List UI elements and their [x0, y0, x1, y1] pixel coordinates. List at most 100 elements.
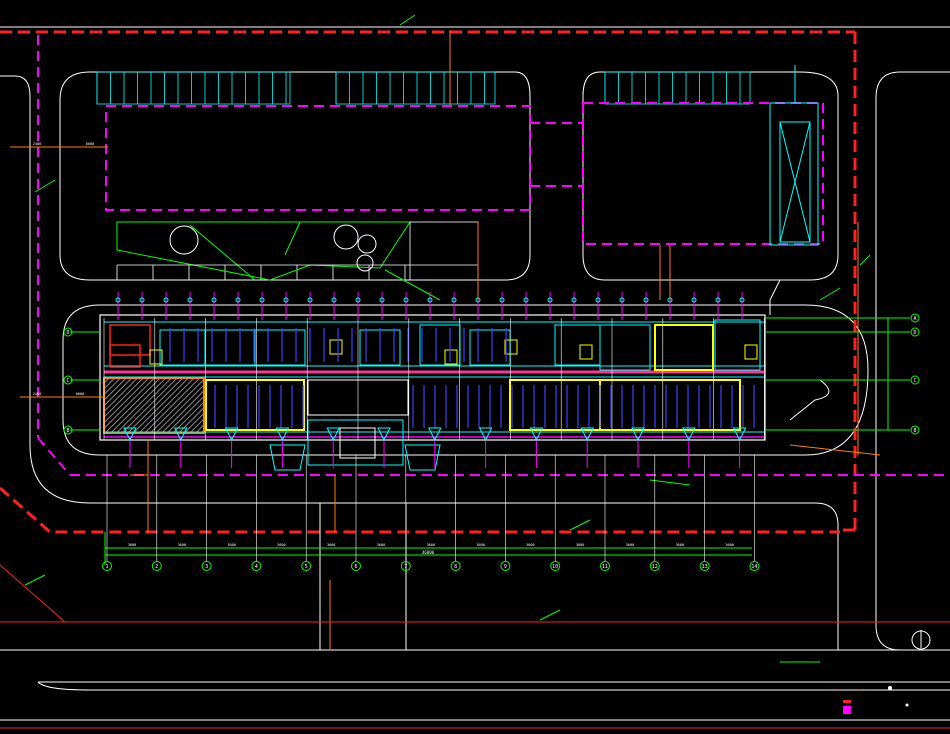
hatched-room	[103, 377, 205, 434]
valve	[115, 297, 121, 303]
dim-text: 3600	[576, 543, 584, 547]
grid-bubble	[251, 561, 262, 571]
valve	[619, 297, 625, 303]
room	[419, 324, 461, 366]
grid-bubble	[600, 561, 610, 571]
valve	[523, 297, 529, 303]
dim-text: 3600	[427, 543, 435, 547]
valve	[211, 297, 217, 303]
row-bubble	[910, 425, 920, 435]
dim-text: 3600	[526, 543, 534, 547]
valve	[715, 297, 721, 303]
grid-label: 11	[602, 564, 608, 570]
grid-bubble	[400, 561, 411, 571]
grid-label: 12	[652, 564, 658, 570]
valve	[139, 297, 145, 303]
dim-text: 2400	[33, 392, 41, 396]
grid-bubble	[151, 561, 162, 571]
parking-row	[96, 71, 291, 105]
dim-text: 3600	[377, 543, 385, 547]
fixture	[224, 427, 239, 442]
axis-lines	[24, 14, 910, 663]
pipe-risers	[115, 292, 755, 468]
row-bubble	[63, 327, 73, 337]
room	[714, 319, 761, 371]
valve	[355, 297, 361, 303]
wet-room	[109, 344, 141, 368]
valve	[427, 297, 433, 303]
grid-bubble	[749, 561, 760, 571]
lobby	[269, 419, 441, 471]
grid-bubble	[649, 561, 660, 571]
dim-text: 3600	[277, 543, 285, 547]
valve	[595, 297, 601, 303]
grid-label: 6	[354, 564, 357, 570]
sink	[579, 344, 593, 360]
valve	[187, 297, 193, 303]
grid-label: 10	[552, 564, 558, 570]
wet-room	[109, 324, 151, 356]
dim-text: 3600	[476, 543, 484, 547]
grid-label: 13	[702, 564, 708, 570]
tree-icon	[333, 224, 359, 250]
valve	[163, 297, 169, 303]
valve	[403, 297, 409, 303]
property-line	[0, 30, 857, 534]
dim-text: 3600	[128, 543, 136, 547]
row-bubble	[910, 327, 920, 337]
dim-text: 3600	[725, 543, 733, 547]
dim-text: 3600	[178, 543, 186, 547]
valve	[499, 297, 505, 303]
row-bubble	[63, 375, 73, 385]
valve	[331, 297, 337, 303]
boundary-thin	[0, 564, 950, 729]
grid-label: 7	[404, 564, 407, 570]
row-bubble	[63, 425, 73, 435]
grid-bubble	[102, 561, 112, 571]
valve	[691, 297, 697, 303]
tank-structure	[769, 65, 819, 246]
fixture	[732, 427, 747, 442]
row-label: B	[913, 428, 916, 434]
fixture	[681, 427, 696, 442]
grid-bubble	[500, 561, 511, 571]
grid-bubble	[699, 561, 710, 571]
sink	[329, 339, 343, 355]
grid-bubble	[450, 561, 461, 571]
grid-label: 1	[105, 564, 108, 570]
valve	[451, 297, 457, 303]
dim-text: 3600	[227, 543, 235, 547]
room	[469, 329, 511, 366]
fixture	[377, 427, 391, 442]
dim-text: 2400	[33, 142, 41, 146]
dim-text: 3600	[676, 543, 684, 547]
fixture	[580, 427, 595, 442]
row-label: C	[66, 378, 69, 384]
grid-label: 2	[155, 564, 158, 570]
fixture	[173, 427, 188, 442]
row-bubble	[910, 313, 920, 323]
dim-text: 6600	[76, 392, 84, 396]
row-label: A	[913, 316, 916, 322]
plumbing-fixtures	[149, 339, 758, 365]
valve	[739, 297, 745, 303]
row-label: B	[66, 428, 69, 434]
valve	[307, 297, 313, 303]
row-label: D	[913, 330, 916, 336]
tree-icon	[169, 225, 199, 255]
fixture	[275, 427, 290, 442]
sink	[744, 344, 758, 360]
room	[599, 324, 651, 371]
grid-bubble	[201, 561, 212, 571]
grid-label: 5	[305, 564, 308, 570]
row-bubble	[910, 375, 920, 385]
valve	[283, 297, 289, 303]
grid-label: 14	[751, 564, 757, 570]
fixture	[123, 427, 137, 442]
trees	[169, 224, 377, 272]
fixture	[326, 427, 341, 442]
